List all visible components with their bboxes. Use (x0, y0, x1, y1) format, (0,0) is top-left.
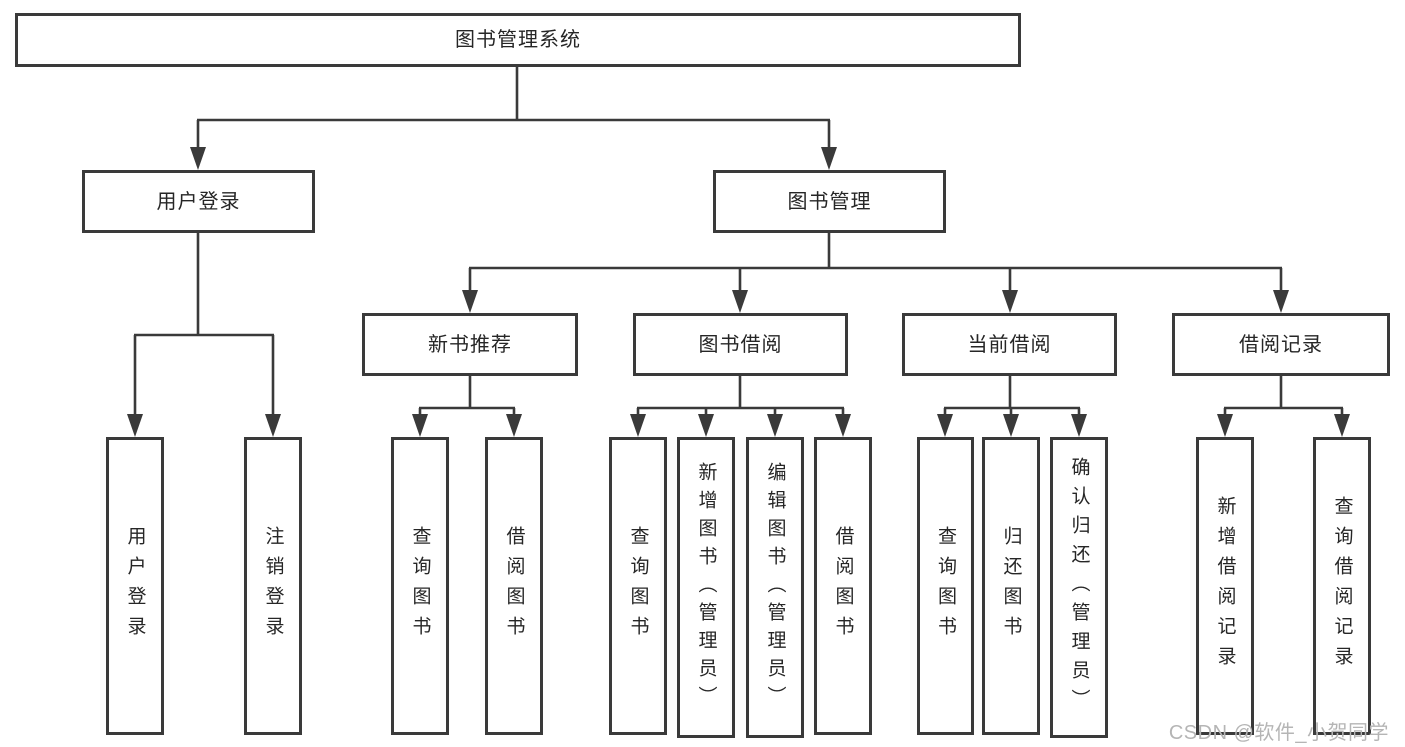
node-label: 当前借阅 (967, 333, 1052, 356)
leaf-borrow-books: 借阅图书 (814, 437, 872, 735)
leaf-label: 用户登录 (124, 526, 146, 646)
leaf-query-borrow-record: 查询借阅记录 (1313, 437, 1371, 735)
node-label: 借阅记录 (1239, 333, 1323, 356)
node-label: 图书管理 (787, 190, 872, 213)
node-new-book-recommendation: 新书推荐 (362, 313, 578, 376)
leaf-query-books: 查询图书 (391, 437, 449, 735)
leaf-label: 借阅图书 (832, 526, 854, 646)
leaf-label: 查询图书 (627, 526, 649, 646)
leaf-add-books-admin: 新增图书（管理员） (677, 437, 735, 738)
leaf-label: 归还图书 (1000, 526, 1022, 646)
leaf-label: 查询借阅记录 (1331, 496, 1353, 676)
node-current-borrowing: 当前借阅 (902, 313, 1117, 376)
leaf-label: 注销登录 (262, 526, 284, 646)
node-label: 新书推荐 (428, 333, 512, 356)
node-library-management-system: 图书管理系统 (15, 13, 1021, 67)
leaf-confirm-return-admin: 确认归还（管理员） (1050, 437, 1108, 738)
leaf-label: 编辑图书（管理员） (764, 461, 786, 714)
node-borrowing-records: 借阅记录 (1172, 313, 1390, 376)
leaf-label: 新增借阅记录 (1214, 496, 1236, 676)
leaf-query-books: 查询图书 (609, 437, 667, 735)
leaf-query-books: 查询图书 (917, 437, 974, 735)
leaf-label: 查询图书 (935, 526, 956, 646)
leaf-label: 借阅图书 (503, 526, 525, 646)
node-label: 图书借阅 (698, 333, 783, 356)
leaf-label: 新增图书（管理员） (695, 461, 717, 714)
leaf-add-borrow-record: 新增借阅记录 (1196, 437, 1254, 735)
leaf-label: 确认归还（管理员） (1068, 457, 1090, 718)
leaf-return-books: 归还图书 (982, 437, 1040, 735)
leaf-borrow-books: 借阅图书 (485, 437, 543, 735)
node-label: 用户登录 (156, 190, 241, 213)
leaf-label: 查询图书 (409, 526, 431, 646)
node-book-management: 图书管理 (713, 170, 946, 233)
node-book-borrowing: 图书借阅 (633, 313, 848, 376)
node-user-login: 用户登录 (82, 170, 315, 233)
node-label: 图书管理系统 (455, 29, 581, 51)
leaf-edit-books-admin: 编辑图书（管理员） (746, 437, 804, 738)
leaf-user-login: 用户登录 (106, 437, 164, 735)
leaf-logout: 注销登录 (244, 437, 302, 735)
watermark: CSDN @软件_小贺同学 (1168, 722, 1389, 744)
arrowhead-icons (127, 147, 1350, 437)
